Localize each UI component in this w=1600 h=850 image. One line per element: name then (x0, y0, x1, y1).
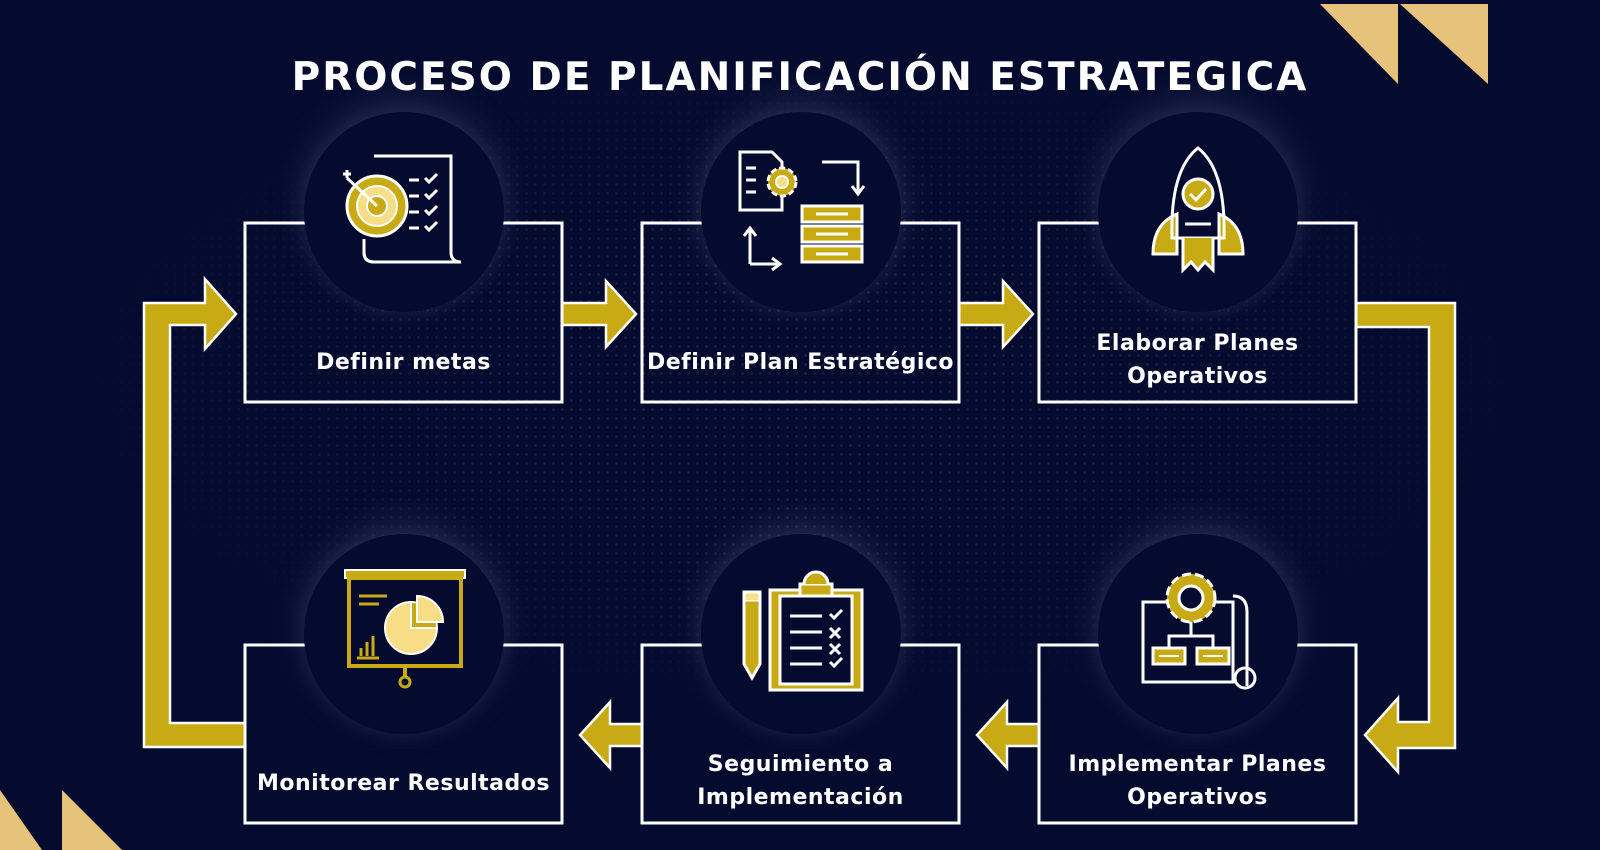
page-title: PROCESO DE PLANIFICACIÓN ESTRATEGICA (291, 55, 1309, 100)
arrow-left-2 (578, 698, 644, 772)
step-label: Definir Plan Estratégico (646, 349, 955, 375)
gear-blueprint-icon (1141, 572, 1256, 690)
arrow-right-2 (957, 277, 1035, 351)
step-box-3 (1037, 221, 1358, 404)
step-box-6 (243, 643, 564, 825)
document-gear-flow-icon (738, 150, 865, 272)
step-label: Monitorear Resultados (257, 770, 550, 796)
step-box-1 (243, 221, 564, 404)
target-checklist-icon (342, 154, 461, 264)
step-box-5 (640, 643, 961, 825)
step-icon-circle (1097, 534, 1298, 734)
connector-right-loop (1354, 301, 1457, 776)
connector-left-loop (142, 275, 247, 749)
clipboard-pencil-checklist-icon (742, 570, 863, 692)
rocket-check-icon (1150, 146, 1245, 274)
step-box-2 (640, 221, 961, 404)
step-label: Definir metas (316, 349, 491, 375)
arrow-left-1 (975, 698, 1041, 772)
top-right-corner-decoration (1320, 4, 1488, 84)
presentation-pie-chart-icon (343, 569, 466, 689)
bottom-left-corner-decoration (0, 790, 122, 850)
step-icon-circle (1097, 112, 1298, 312)
arrow-right-1 (560, 277, 638, 351)
step-box-4 (1037, 643, 1358, 825)
